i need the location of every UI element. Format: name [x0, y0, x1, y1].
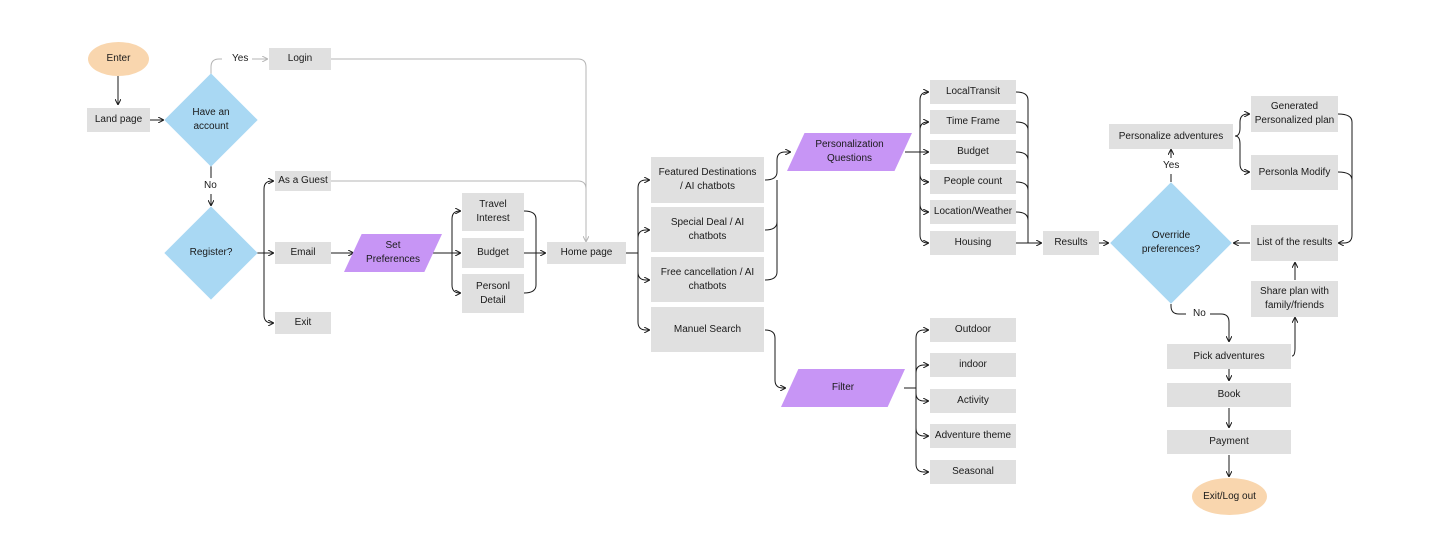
set-preferences-label: Set Preferences	[366, 240, 420, 265]
featured-destinations-node: Featured Destinations / AI chatbots	[651, 157, 764, 203]
yes-login-label: Yes	[232, 53, 249, 64]
have-account-decision: Have an account	[163, 73, 259, 167]
outdoor-node: Outdoor	[930, 318, 1016, 342]
results-node: Results	[1043, 231, 1099, 255]
indoor-node: indoor	[930, 353, 1016, 377]
register-decision: Register?	[163, 206, 259, 300]
login-node: Login	[269, 48, 331, 70]
yes-personalize-label: Yes	[1163, 160, 1180, 171]
activity-node: Activity	[930, 389, 1016, 413]
have-account-label: Have an account	[192, 107, 230, 132]
land-page-node: Land page	[87, 108, 150, 132]
filter-label: Filter	[831, 382, 855, 393]
exit-logout-node: Exit/Log out	[1192, 478, 1267, 515]
email-node: Email	[275, 242, 331, 264]
override-decision: Override preferences?	[1108, 182, 1234, 304]
budget-question-node: Budget	[930, 140, 1016, 164]
special-deal-node: Special Deal / AI chatbots	[651, 207, 764, 252]
register-label: Register?	[189, 247, 233, 258]
as-guest-node: As a Guest	[275, 171, 331, 191]
time-frame-node: Time Frame	[930, 110, 1016, 134]
personla-modify-node: Personla Modify	[1251, 155, 1338, 190]
personalization-label: Personalization Questions	[815, 139, 884, 164]
share-plan-node: Share plan with family/friends	[1251, 281, 1338, 317]
free-cancellation-node: Free cancellation / AI chatbots	[651, 257, 764, 302]
housing-node: Housing	[930, 231, 1016, 255]
personalization-io: Personalization Questions	[787, 133, 912, 171]
exit-node: Exit	[275, 312, 331, 334]
set-preferences-io: Set Preferences	[344, 234, 442, 272]
payment-node: Payment	[1167, 430, 1291, 454]
budget-pref-node: Budget	[462, 238, 524, 268]
override-label: Override preferences?	[1141, 230, 1201, 255]
book-node: Book	[1167, 383, 1291, 407]
no-register-label: No	[204, 180, 217, 191]
filter-io: Filter	[781, 369, 905, 407]
travel-interest-node: Travel Interest	[462, 193, 524, 231]
home-page-node: Home page	[547, 242, 626, 264]
generated-plan-node: Generated Personalized plan	[1251, 96, 1338, 132]
location-weather-node: Location/Weather	[930, 200, 1016, 224]
no-pick-label: No	[1193, 308, 1206, 319]
pick-adventures-node: Pick adventures	[1167, 344, 1291, 369]
personalize-adventures-node: Personalize adventures	[1109, 124, 1233, 149]
list-results-node: List of the results	[1251, 225, 1338, 261]
adventure-theme-node: Adventure theme	[930, 424, 1016, 448]
manuel-search-node: Manuel Search	[651, 307, 764, 352]
personl-detail-node: Personl Detail	[462, 274, 524, 313]
people-count-node: People count	[930, 170, 1016, 194]
seasonal-node: Seasonal	[930, 460, 1016, 484]
local-transit-node: LocalTransit	[930, 80, 1016, 104]
enter-node: Enter	[88, 42, 149, 76]
